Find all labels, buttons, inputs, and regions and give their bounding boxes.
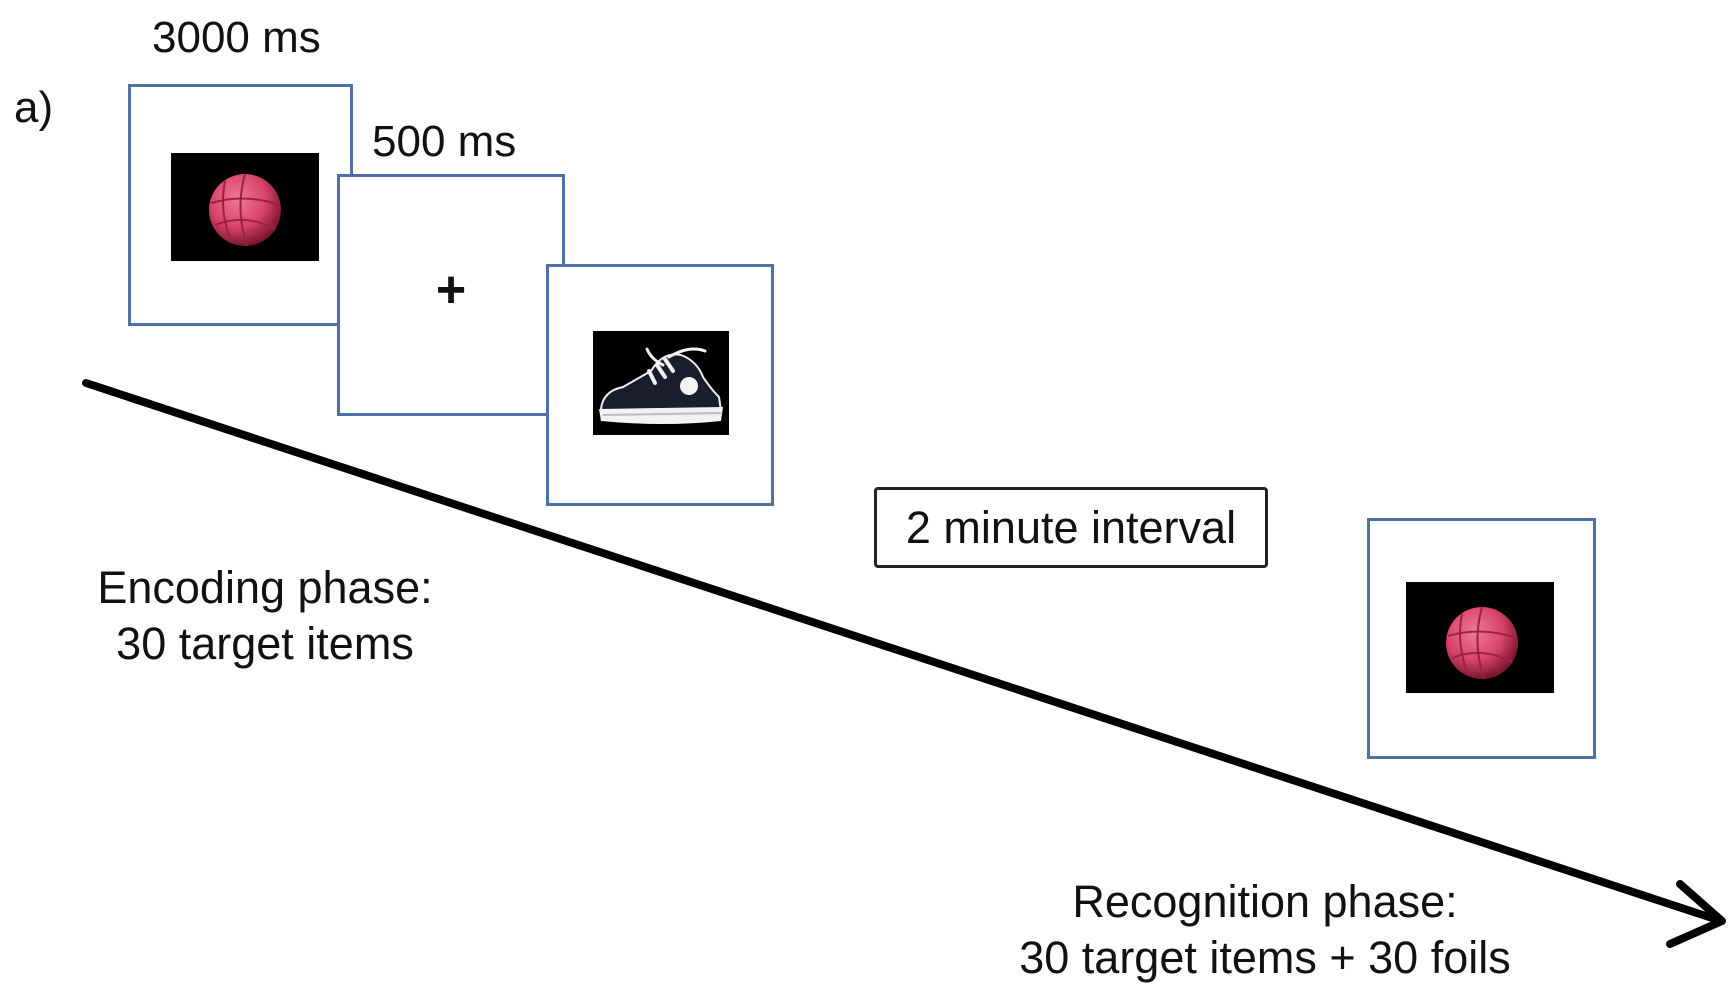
- fixation-cross: +: [435, 261, 467, 319]
- basketball-image: [1406, 582, 1554, 693]
- encoding-phase-detail: 30 target items: [116, 618, 414, 669]
- recognition-phase-detail: 30 target items + 30 foils: [1019, 932, 1511, 983]
- panel-label: a): [14, 83, 54, 132]
- encoding-frame-2: +: [337, 174, 565, 416]
- fixation-duration-label: 500 ms: [372, 117, 517, 166]
- interval-box: 2 minute interval: [874, 487, 1268, 568]
- encoding-frame-1: [128, 84, 353, 326]
- recognition-phase-title: Recognition phase:: [1072, 876, 1458, 927]
- stimulus-duration-label: 3000 ms: [152, 13, 321, 62]
- recognition-frame: [1367, 518, 1596, 759]
- basketball-image: [171, 153, 319, 261]
- sneaker-image: [593, 331, 729, 435]
- recognition-phase-caption: Recognition phase: 30 target items + 30 …: [990, 874, 1540, 986]
- encoding-phase-title: Encoding phase:: [97, 562, 433, 613]
- encoding-frame-3: [546, 264, 774, 506]
- encoding-phase-caption: Encoding phase: 30 target items: [70, 560, 460, 672]
